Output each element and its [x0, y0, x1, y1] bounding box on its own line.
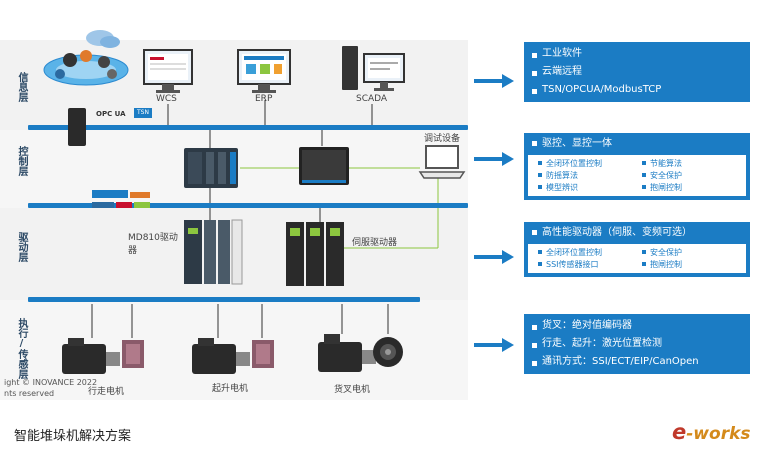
layer-label-exec: 执行/传感层	[16, 318, 27, 379]
feature-sub-item: SSI传感器接口	[538, 259, 638, 270]
feature-sub-item: 抱闸控制	[642, 182, 742, 193]
lift-motor-label: 起升电机	[212, 384, 249, 394]
wcs-label: WCS	[156, 94, 177, 104]
lift-laser-sensor-icon	[252, 340, 274, 368]
hmi-panel-icon	[299, 147, 349, 185]
feature-sub-item: 安全保护	[642, 247, 742, 258]
feature-item: 行走、起升：激光位置检测	[524, 335, 750, 353]
feature-item: 云端远程	[524, 63, 750, 81]
opcua-logo: OPC UA	[96, 110, 126, 118]
feature-header: 高性能驱动器（伺服、变频可选）	[524, 222, 750, 244]
md810-drive-icon	[184, 219, 243, 285]
wcs-computer-icon	[143, 49, 193, 93]
feature-header: 驱控、显控一体	[524, 133, 750, 155]
walk-motor-icon	[62, 338, 120, 374]
absolute-encoder-icon	[373, 337, 403, 367]
feature-sub-item: 全闭环位置控制	[538, 247, 638, 258]
control-layer-feature-box: 驱控、显控一体 全闭环位置控制 节能算法 防摇算法 安全保护 模型辨识 抱闸控制	[524, 133, 750, 200]
eworks-logo: e-works	[672, 420, 751, 444]
feature-sub-item: 节能算法	[642, 158, 742, 169]
erp-label: ERP	[255, 94, 273, 104]
arrow-right-icon	[474, 250, 514, 264]
servo-drive-label: 伺服驱动器	[352, 238, 398, 248]
arrow-right-icon	[474, 74, 514, 88]
feature-sub-list: 全闭环位置控制 安全保护 SSI传感器接口 抱闸控制	[528, 244, 746, 273]
scada-computer-icon	[342, 46, 405, 91]
tsn-logo: TSN	[134, 108, 152, 118]
control-bus	[28, 203, 468, 208]
layer-label-drive: 驱动层	[16, 232, 27, 262]
scada-label: SCADA	[356, 94, 388, 104]
network-switch-icon	[68, 108, 86, 146]
figure-caption: 智能堆垛机解决方案	[14, 429, 132, 444]
drive-layer-feature-box: 高性能驱动器（伺服、变频可选） 全闭环位置控制 安全保护 SSI传感器接口 抱闸…	[524, 222, 750, 277]
feature-item: TSN/OPCUA/ModbusTCP	[524, 81, 750, 99]
arrow-right-icon	[474, 152, 514, 166]
layer-label-control: 控制层	[16, 146, 27, 176]
feature-sub-list: 全闭环位置控制 节能算法 防摇算法 安全保护 模型辨识 抱闸控制	[528, 155, 746, 196]
laptop-icon	[418, 145, 466, 179]
feature-sub-item: 抱闸控制	[642, 259, 742, 270]
info-bus	[28, 125, 468, 130]
cloud-network-icon	[43, 30, 129, 86]
feature-item: 货叉：绝对值编码器	[524, 317, 750, 335]
walk-motor-label: 行走电机	[88, 387, 125, 397]
bus-protocol-logos	[92, 190, 150, 208]
feature-sub-item: 全闭环位置控制	[538, 158, 638, 169]
arrow-right-icon	[474, 338, 514, 352]
servo-drive-icon	[286, 222, 344, 286]
layer-label-info: 信息层	[16, 72, 27, 102]
feature-sub-item: 防摇算法	[538, 170, 638, 181]
feature-sub-item: 模型辨识	[538, 182, 638, 193]
drive-bus	[28, 297, 420, 302]
md810-label: MD810驱动器	[128, 233, 178, 256]
copyright-line-2: nts reserved	[4, 389, 55, 398]
walk-laser-sensor-icon	[122, 340, 144, 368]
feature-item: 通讯方式：SSI/ECT/EIP/CanOpen	[524, 353, 750, 371]
feature-item: 工业软件	[524, 45, 750, 63]
copyright-line-1: ight © INOVANCE 2022	[4, 378, 98, 387]
info-layer-feature-box: 工业软件 云端远程 TSN/OPCUA/ModbusTCP	[524, 42, 750, 102]
lift-motor-icon	[192, 338, 250, 374]
plc-controller-icon	[184, 148, 238, 188]
fork-motor-icon	[318, 334, 376, 372]
exec-layer-feature-box: 货叉：绝对值编码器 行走、起升：激光位置检测 通讯方式：SSI/ECT/EIP/…	[524, 314, 750, 374]
fork-motor-label: 货叉电机	[334, 385, 371, 395]
debug-device-label: 调试设备	[424, 134, 461, 144]
feature-sub-item: 安全保护	[642, 170, 742, 181]
erp-computer-icon	[237, 49, 291, 93]
